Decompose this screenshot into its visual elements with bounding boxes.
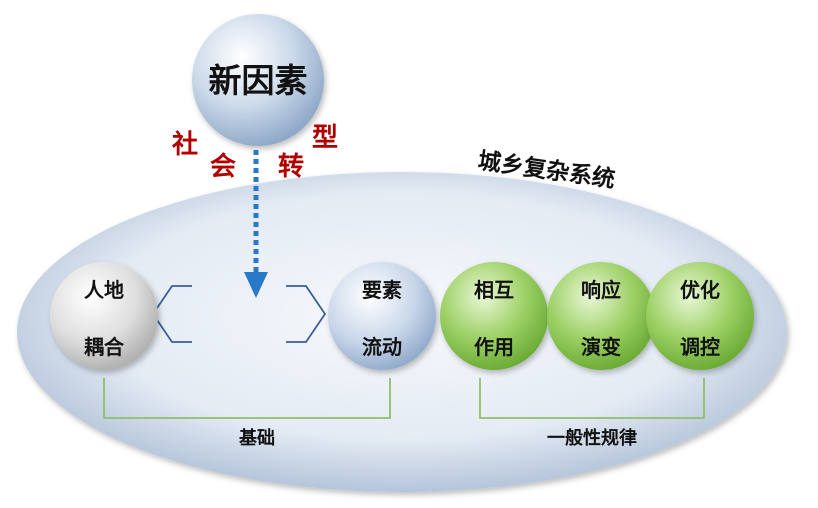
- node-1-line-2: 耦合: [84, 335, 124, 359]
- optimization-control-node: [646, 262, 754, 370]
- node-4-line-1: 响应: [581, 278, 621, 302]
- transformation-char-2: 会: [210, 152, 237, 182]
- node-1-line-1: 人地: [84, 278, 124, 302]
- node-5-line-1: 优化: [680, 278, 720, 302]
- node-5-line-2: 调控: [680, 335, 720, 359]
- right-chevron: [286, 285, 327, 343]
- transformation-arrow-head: [244, 272, 268, 298]
- laws-label: 一般性规律: [547, 428, 637, 449]
- node-3-line-1: 相互: [474, 278, 514, 302]
- transformation-char-3: 转: [278, 152, 305, 182]
- response-evolution-node: [547, 262, 655, 370]
- factor-flow-node: [328, 262, 436, 370]
- node-3-line-2: 作用: [474, 335, 514, 359]
- new-factor-node: [192, 14, 324, 146]
- foundation-bracket: [103, 378, 391, 419]
- interaction-node: [440, 262, 548, 370]
- node-2-line-1: 要素: [362, 278, 402, 302]
- foundation-label: 基础: [239, 428, 275, 449]
- human-land-coupling-node: [50, 262, 158, 370]
- node-2-line-2: 流动: [362, 335, 402, 359]
- node-4-line-2: 演变: [581, 335, 621, 359]
- transformation-char-1: 社: [172, 130, 199, 160]
- transformation-char-4: 型: [312, 123, 339, 153]
- laws-bracket: [479, 378, 705, 419]
- new-factor-label: 新因素: [208, 61, 308, 100]
